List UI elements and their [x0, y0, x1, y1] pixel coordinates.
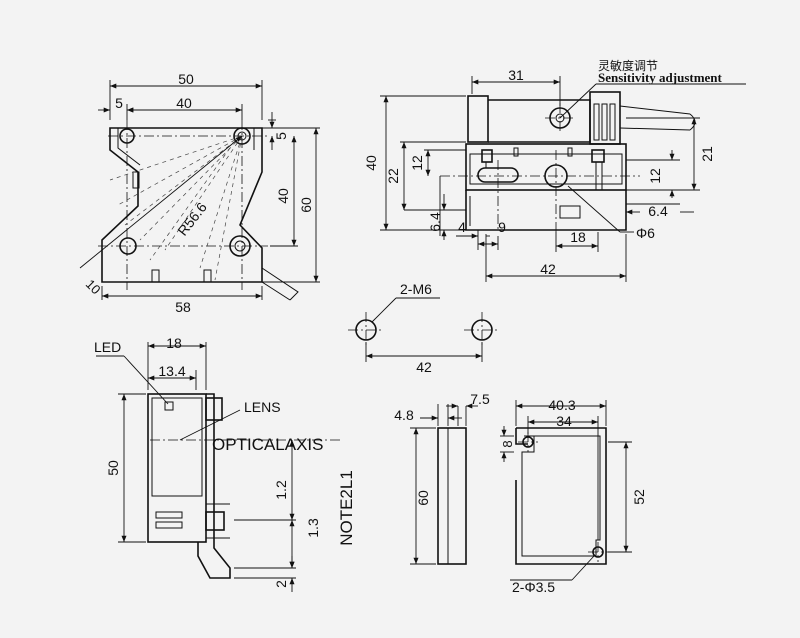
label-note: NOTE2L1	[337, 470, 356, 546]
dim-4-8: 4.8	[394, 407, 414, 423]
dim-overall-width: 50	[178, 71, 194, 87]
dim-18-top: 18	[570, 229, 586, 245]
dim-hole-spacing: 40	[176, 95, 192, 111]
dim-radius: R56.6	[174, 199, 210, 238]
label-led: LED	[94, 339, 121, 355]
dim-21: 21	[699, 146, 715, 162]
dim-42-mount: 42	[416, 359, 432, 375]
dim-12-right: 12	[647, 168, 663, 184]
dim-60-side: 60	[415, 490, 431, 506]
dim-34: 34	[556, 413, 572, 429]
label-sensitivity: Sensitivity adjustment	[598, 70, 723, 85]
dim-1-3: 1.3	[305, 518, 321, 538]
dim-corner: 10	[83, 276, 104, 297]
dim-left-offset: 5	[115, 95, 123, 111]
dim-40-right: 40	[363, 155, 379, 171]
dim-18-side: 18	[166, 335, 182, 351]
dim-13-4: 13.4	[158, 363, 185, 379]
dim-6-4-left: 6.4	[427, 212, 443, 232]
dim-40-3: 40.3	[548, 397, 575, 413]
label-optical-axis: OPTICALAXIS	[212, 435, 323, 454]
dim-8: 8	[500, 440, 515, 447]
dim-50-side: 50	[105, 460, 121, 476]
top-view-sensor	[380, 76, 746, 282]
label-2-phi3-5: 2-Φ3.5	[512, 579, 555, 595]
label-lens: LENS	[244, 399, 281, 415]
label-2-m6: 2-M6	[400, 281, 432, 297]
mount-hole-pattern	[348, 297, 500, 362]
dim-42-top: 42	[540, 261, 556, 277]
dim-base-width: 58	[175, 299, 191, 315]
front-view-bracket	[79, 80, 320, 301]
plate-view	[500, 400, 632, 581]
dim-phi6: Φ6	[636, 225, 655, 241]
dim-31: 31	[508, 67, 524, 83]
dim-12-left: 12	[409, 155, 425, 171]
dim-top-offset: 5	[273, 132, 289, 140]
dim-vertical-spacing: 40	[275, 188, 291, 204]
label-chinese: 灵敏度调节	[598, 58, 658, 73]
dim-2: 2	[273, 580, 289, 588]
bracket-profile-view	[410, 403, 478, 565]
dim-9: 9	[498, 219, 506, 235]
side-view-sensor	[96, 342, 340, 592]
dim-1-2: 1.2	[273, 480, 289, 500]
dim-6-4-right: 6.4	[648, 203, 668, 219]
dim-height: 60	[298, 197, 314, 213]
dim-4: 4	[458, 219, 466, 235]
dim-22: 22	[385, 168, 401, 184]
dim-7-5: 7.5	[470, 391, 490, 407]
dim-52: 52	[631, 489, 647, 505]
